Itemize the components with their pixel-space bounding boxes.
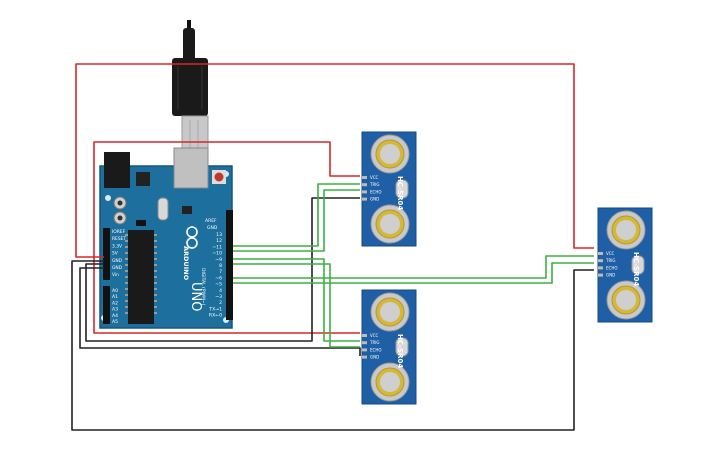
wire-echo-right [233,262,594,284]
wire-gnd-to-top-sensor [85,197,360,342]
sensor-crystal [631,255,645,275]
wire-5v-to-top-sensor [93,141,360,178]
sensor-pin [362,348,367,352]
atmega-chip [128,230,154,324]
digital-pin-label: 4 [219,288,222,294]
sensor-pin [362,183,367,187]
digital-header [226,210,233,320]
wire-echo-top [233,189,360,252]
sensor-pin-label: GND [370,197,379,202]
sensor-pin [362,355,367,359]
digital-pin-label: 13 [216,232,222,238]
analog-pin-label: A0 [112,288,118,294]
reset-button [214,172,224,182]
wire-5v-to-bottom-sensor [93,178,360,334]
sensor-pin [598,273,603,277]
power-pin-label: GND [112,258,123,264]
power-header [103,228,110,280]
hc-sr04-sensor-bottom: VCC TRIG ECHO GND HC-SR04 [361,289,417,405]
digital-pin-label: 7 [219,269,222,275]
sensor-pin-label: ECHO [606,265,617,270]
sensor-pin [362,197,367,201]
crystal [157,197,169,221]
digital-pin-label: ~9 [215,257,222,263]
sensor-pin-label: ECHO [370,347,381,352]
sensor-crystal [395,337,409,357]
digital-pin-label: ~6 [215,275,222,281]
usb-cable [172,20,209,153]
digital-pin-label: TX→1 [208,306,222,312]
sensor-pin-label: TRIG [369,182,380,187]
power-pin-label: 3.3V [112,243,122,249]
sensor-pin-label: VCC [370,333,379,338]
sensor-pin [598,252,603,255]
arduino-uno-board: ARDUINO UNO 1312~11~10~987~6~54~32TX→1RX… [99,147,233,329]
digital-header-title: DIGITAL (PWM~) [200,268,206,306]
digital-pin-label: 12 [216,238,222,244]
digital-pin-label: 2 [219,300,222,306]
sensor-pin-label: ECHO [370,189,381,194]
digital-pin-label: 8 [219,263,222,269]
hc-sr04-sensor-top: VCC TRIG ECHO GND HC-SR04 [361,131,417,247]
power-pin-label: IOREF [112,229,126,235]
analog-pin-label: A2 [112,300,118,306]
wire-trig-bottom [233,258,360,342]
wire-gnd-to-bottom-sensor [79,267,361,356]
sensor-pin [362,190,367,194]
sensor-pin [362,176,367,179]
digital-pin-label: ~10 [212,251,222,257]
sensor-pin-label: TRIG [605,258,616,263]
arduino-logo [186,226,198,249]
sensor-pin [598,266,603,270]
digital-pin-label: ~5 [215,282,222,288]
analog-pin-label: A1 [112,294,118,300]
analog-pin-label: A4 [112,313,118,319]
sensor-model-label: HC-SR04 [396,334,404,368]
analog-pin-label: A3 [112,307,118,313]
sensor-crystal [395,179,409,199]
board-model: UNO [188,282,203,311]
hc-sr04-sensor-right: VCC TRIG ECHO GND HC-SR04 [597,207,653,323]
sensor-pin [598,259,603,263]
analog-header [103,286,110,324]
gnd-label: GND [207,225,218,231]
power-pin-label: RESET [112,236,126,242]
power-pin-label: Vin [112,272,119,278]
wire-5v-to-right-sensor [75,63,594,258]
sensor-pin-label: GND [606,273,615,278]
sensor-pin-label: TRIG [369,340,380,345]
board-brand: ARDUINO [182,246,190,281]
sensor-pin-label: VCC [606,251,615,256]
sensor-pin-label: GND [370,355,379,360]
aref-label: AREF [205,218,217,224]
usb-b-port [173,147,209,189]
sensor-pin-label: VCC [370,175,379,180]
sensor-pin [362,341,367,345]
sensor-model-label: HC-SR04 [396,176,404,210]
digital-pin-label: ~3 [215,294,222,300]
wire-trig-top [233,183,360,247]
sensor-model-label: HC-SR04 [632,252,640,286]
digital-pin-label: ~11 [212,244,222,250]
wire-echo-bottom [233,263,360,348]
analog-pin-label: A5 [112,319,118,325]
power-pin-label: GND [112,265,123,271]
dc-power-jack [104,152,130,188]
wire-trig-right [233,255,594,279]
sensor-pin [362,334,367,337]
power-pin-label: 5V [112,251,118,257]
wire-gnd-to-right-sensor [71,260,594,431]
digital-pin-label: RX←0 [209,313,222,319]
